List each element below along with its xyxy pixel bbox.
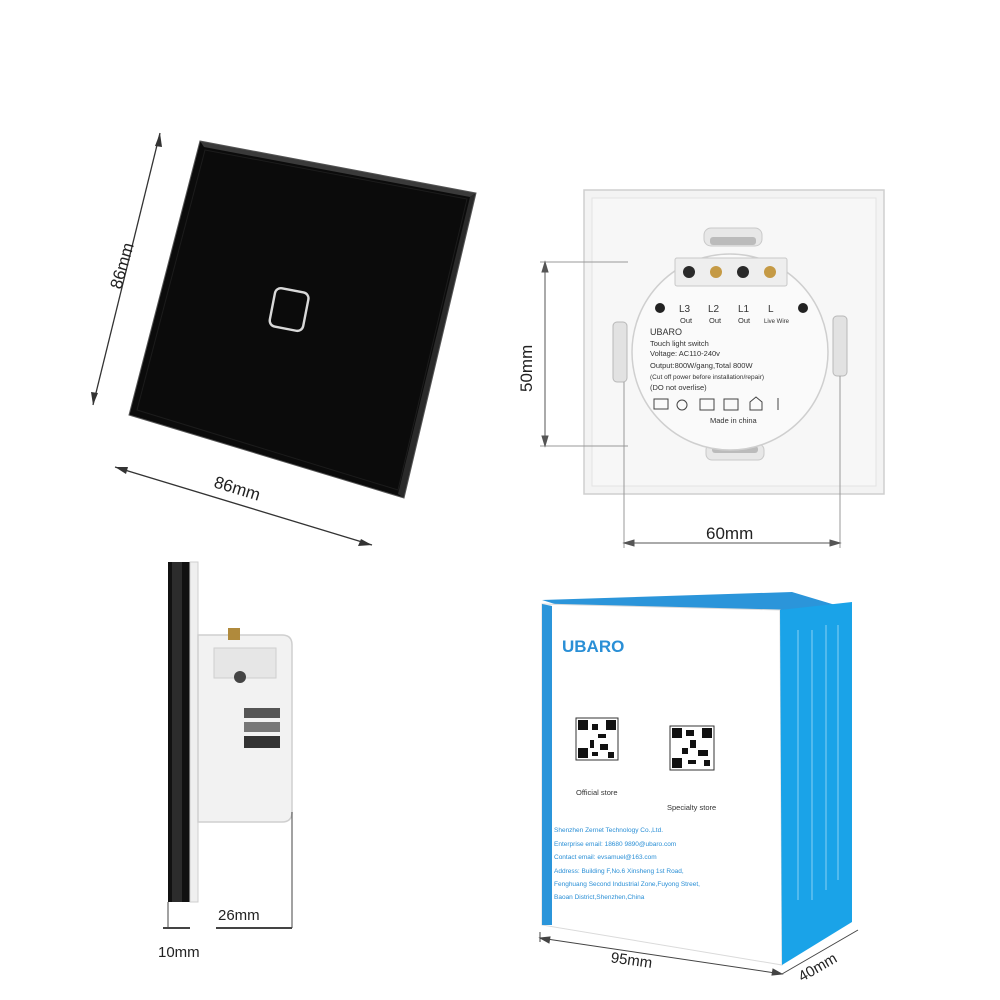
front-height-dimension bbox=[91, 132, 162, 406]
front-height-label: 86mm bbox=[107, 240, 138, 291]
terminal-l: L bbox=[768, 304, 774, 315]
box-depth-dimension bbox=[781, 929, 859, 975]
terminal-screws bbox=[683, 266, 776, 278]
terminal-l3: L3 bbox=[679, 304, 691, 315]
label-brand: UBARO bbox=[650, 327, 682, 337]
label-line-2: Voltage: AC110-240v bbox=[650, 349, 720, 358]
box-depth-label: 40mm bbox=[796, 950, 841, 986]
qr-official-caption: Official store bbox=[576, 788, 618, 797]
side-view: 26mm 10mm bbox=[158, 561, 293, 961]
box-width-dimension bbox=[538, 932, 784, 976]
company-line-1: Shenzhen Zernet Technology Co.,Ltd. bbox=[554, 827, 663, 834]
company-line-2: Enterprise email: 18680 9890@ubaro.com bbox=[554, 841, 676, 848]
company-line-3: Contact email: evsamuel@163.com bbox=[554, 854, 657, 861]
side-depth-label: 26mm bbox=[218, 907, 260, 924]
certification-icons bbox=[653, 396, 779, 411]
box-view: UBARO Official store Specialty store She… bbox=[538, 592, 859, 986]
side-panel-dimension bbox=[163, 902, 190, 929]
terminal-l2: L2 bbox=[708, 304, 720, 315]
box-width-label: 95mm bbox=[610, 949, 654, 972]
front-width-dimension bbox=[114, 466, 373, 546]
company-line-5: Fenghuang Second Industrial Zone,Fuyong … bbox=[554, 881, 700, 888]
back-width-label: 60mm bbox=[706, 524, 753, 543]
terminal-l3-sub: Out bbox=[680, 316, 693, 325]
company-line-4: Address: Building F,No.6 Xinsheng 1st Ro… bbox=[554, 868, 684, 875]
box-front-face bbox=[541, 603, 783, 966]
side-panel-label: 10mm bbox=[158, 944, 200, 961]
label-line-4: (Cut off power before installation/repai… bbox=[650, 374, 764, 381]
back-height-dimension bbox=[540, 260, 628, 448]
front-width-label: 86mm bbox=[212, 473, 263, 505]
switch-module bbox=[631, 253, 829, 451]
touch-key-outline bbox=[268, 286, 310, 333]
terminal-l-sub: Live Wire bbox=[764, 319, 790, 325]
company-line-6: Baoan District,Shenzhen,China bbox=[554, 894, 645, 901]
front-panel-view: 86mm 86mm bbox=[91, 132, 477, 546]
terminal-l2-sub: Out bbox=[709, 316, 722, 325]
back-view: L3 L2 L1 L Out Out Out Live Wire UBARO T… bbox=[517, 189, 885, 548]
box-brand-logo: UBARO bbox=[562, 637, 624, 656]
black-glass-panel bbox=[128, 140, 477, 499]
box-side-face bbox=[780, 602, 852, 965]
label-line-5: (DO not overlise) bbox=[650, 383, 707, 392]
back-width-dimension bbox=[622, 376, 842, 548]
label-line-1: Touch light switch bbox=[650, 339, 709, 348]
qr-code-specialty bbox=[669, 725, 715, 771]
back-height-label: 50mm bbox=[517, 345, 536, 392]
terminal-l1-sub: Out bbox=[738, 316, 751, 325]
qr-specialty-caption: Specialty store bbox=[667, 803, 716, 812]
label-made-in: Made in china bbox=[710, 416, 758, 425]
terminal-l1: L1 bbox=[738, 304, 750, 315]
qr-code-official bbox=[575, 717, 619, 761]
label-line-3: Output:800W/gang,Total 800W bbox=[650, 361, 753, 370]
side-depth-dimension bbox=[216, 812, 293, 929]
